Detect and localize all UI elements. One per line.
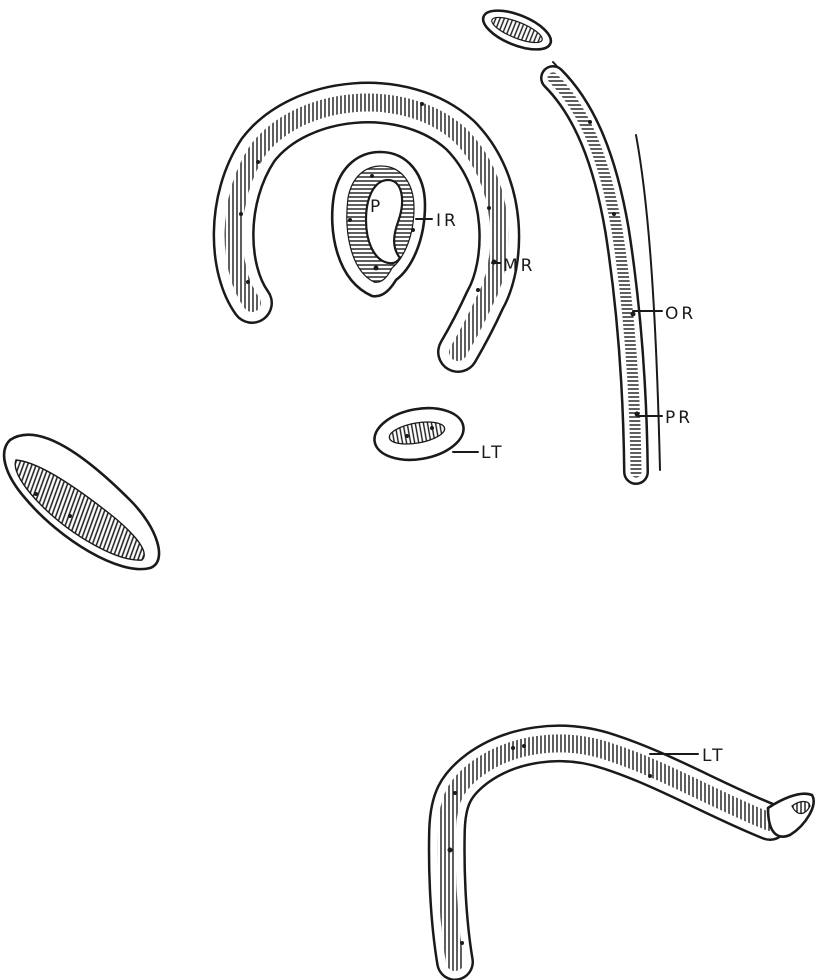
top-oval-fragment bbox=[478, 3, 556, 58]
label-mr: MR bbox=[503, 256, 535, 276]
label-lt-upper: LT bbox=[481, 443, 505, 463]
outer-ring bbox=[553, 62, 660, 472]
inner-ring bbox=[332, 152, 425, 296]
lateral-tissue-upper bbox=[370, 402, 467, 467]
label-ir: IR bbox=[436, 211, 459, 231]
label-lt-lower: LT bbox=[702, 746, 726, 766]
lateral-tissue-lower bbox=[447, 743, 814, 962]
leader-lines bbox=[416, 219, 698, 754]
left-fragment bbox=[4, 435, 159, 569]
label-p: P bbox=[370, 197, 383, 217]
label-or: OR bbox=[665, 304, 696, 324]
label-pr: PR bbox=[665, 408, 693, 428]
